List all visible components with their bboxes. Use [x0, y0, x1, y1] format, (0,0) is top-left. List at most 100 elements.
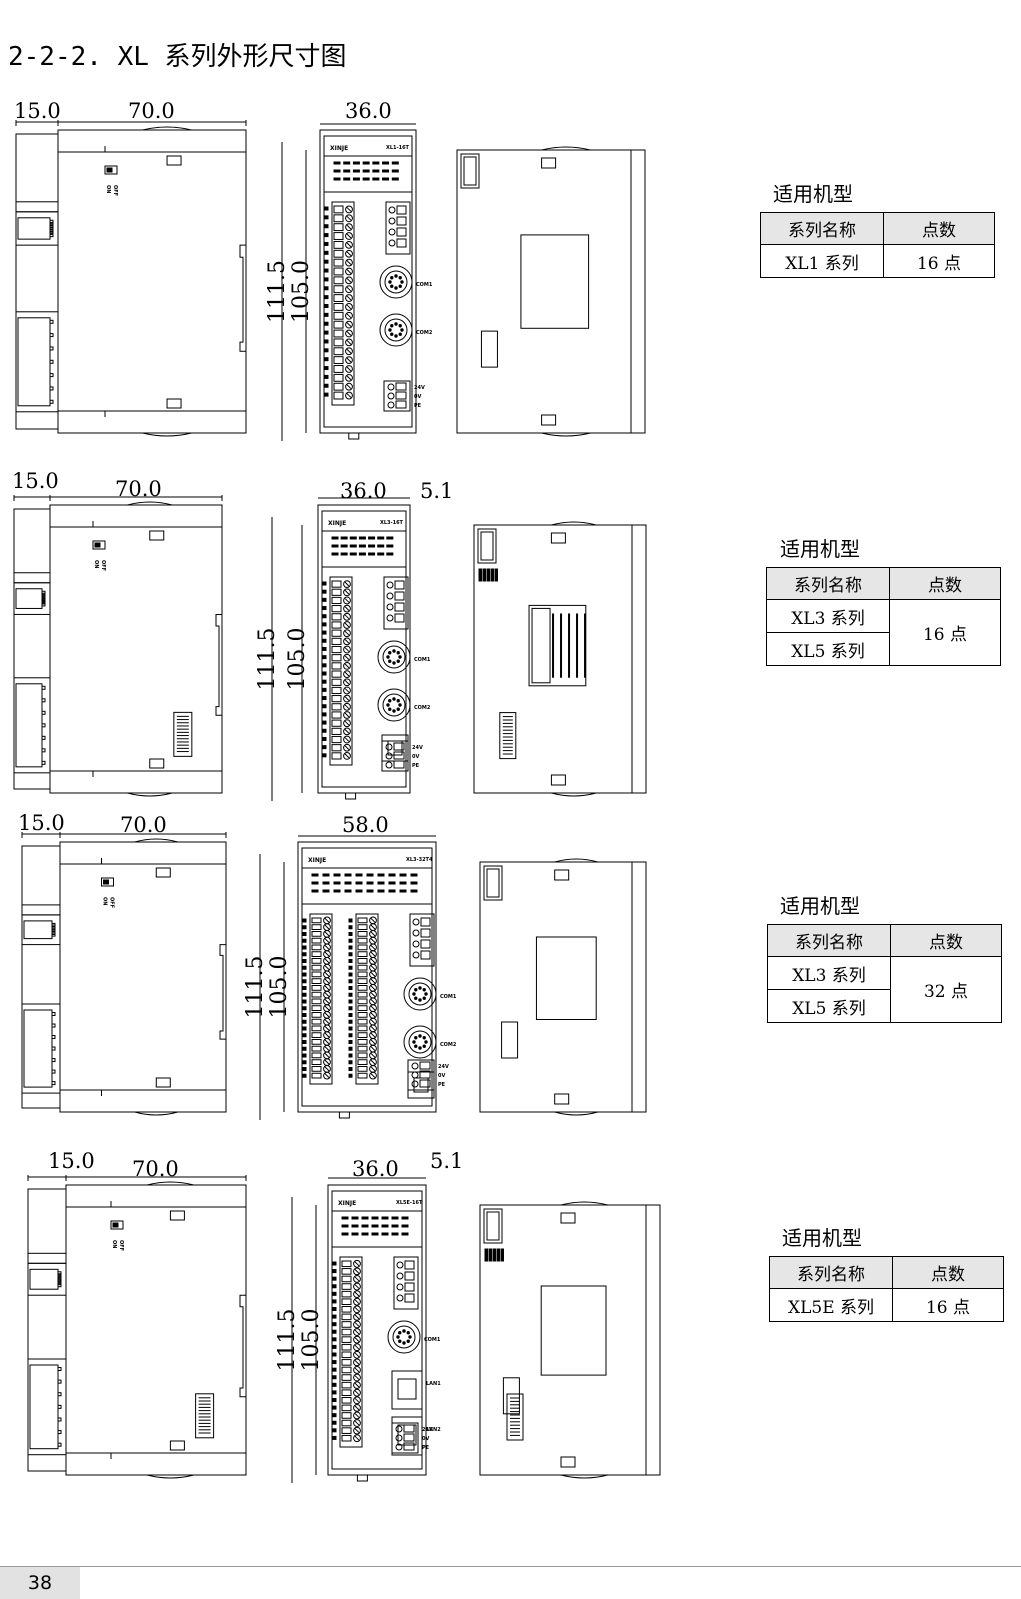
com-port	[403, 1025, 437, 1059]
svg-text:COM1: COM1	[424, 1337, 441, 1343]
com-port	[403, 977, 437, 1011]
svg-text:OFF: OFF	[100, 560, 106, 571]
dim-side-width: 15.0	[18, 811, 65, 835]
model-label: XL5E-16T	[396, 1200, 423, 1206]
svg-text:COM2: COM2	[416, 330, 433, 336]
model-label: XL3-16T	[380, 520, 404, 526]
com-port	[387, 1320, 421, 1354]
table-row: XL5 系列	[767, 989, 1002, 1023]
svg-text:ON: ON	[105, 185, 111, 193]
table-row: XL5 系列	[766, 632, 1001, 666]
svg-text:COM1: COM1	[440, 994, 457, 1000]
com-port	[377, 688, 411, 722]
dim-front-width: 36.0	[340, 479, 387, 503]
points-cell: 16 点	[892, 1288, 1004, 1322]
table-header: 点数	[890, 924, 1002, 957]
svg-text:24V: 24V	[438, 1064, 449, 1070]
svg-text:ON: ON	[93, 560, 99, 568]
svg-text:OFF: OFF	[109, 897, 115, 908]
svg-text:PE: PE	[412, 763, 420, 769]
dim-side-width: 15.0	[48, 1149, 95, 1173]
svg-text:0V: 0V	[414, 394, 421, 400]
back-view	[456, 146, 646, 437]
series-name-cell: XL1 系列	[760, 244, 884, 278]
svg-text:ON: ON	[111, 1240, 117, 1248]
dim-height-outer: 111.5	[243, 956, 268, 1019]
com-port	[377, 640, 411, 674]
points-cell: 16 点	[889, 599, 1001, 666]
table-header: 系列名称	[766, 567, 890, 600]
dim-offset: 5.1	[420, 479, 453, 503]
points-cell: 16 点	[883, 244, 995, 278]
applicable-models-title: 适用机型	[780, 537, 860, 561]
svg-text:PE: PE	[438, 1082, 446, 1088]
svg-text:COM2: COM2	[414, 705, 431, 711]
dim-width: 70.0	[132, 1157, 179, 1181]
svg-text:24V: 24V	[422, 1427, 433, 1433]
back-view	[473, 521, 647, 797]
svg-text:ON: ON	[102, 897, 108, 905]
svg-text:COM1: COM1	[414, 657, 431, 663]
applicable-models-title: 适用机型	[782, 1226, 862, 1250]
model-label: XL1-16T	[386, 145, 410, 151]
dim-height-outer: 111.5	[255, 628, 280, 691]
dim-height-inner: 105.0	[289, 260, 314, 323]
points-cell: 32 点	[890, 956, 1002, 1023]
svg-text:PE: PE	[422, 1445, 430, 1451]
table-header: 点数	[892, 1256, 1004, 1289]
dim-height-inner: 105.0	[267, 956, 292, 1019]
svg-text:COM2: COM2	[440, 1042, 457, 1048]
dim-side-width: 15.0	[14, 99, 61, 123]
com-port	[379, 265, 413, 299]
svg-text:0V: 0V	[438, 1073, 445, 1079]
page-number: 38	[0, 1567, 80, 1599]
svg-text:0V: 0V	[412, 754, 419, 760]
brand-logo: XINJE	[330, 145, 348, 152]
svg-text:24V: 24V	[414, 385, 425, 391]
svg-text:COM1: COM1	[416, 282, 433, 288]
dim-height-outer: 111.5	[265, 260, 290, 323]
applicable-models-title: 适用机型	[773, 182, 853, 206]
brand-logo: XINJE	[338, 1200, 356, 1207]
svg-text:LAN1: LAN1	[426, 1381, 441, 1387]
dim-front-width: 36.0	[345, 99, 392, 123]
dim-front-width: 36.0	[352, 1157, 399, 1181]
back-view	[479, 858, 647, 1116]
footer-divider	[0, 1566, 1021, 1567]
dim-height-inner: 105.0	[285, 628, 310, 691]
applicable-models-title: 适用机型	[780, 894, 860, 918]
dim-side-width: 15.0	[12, 469, 59, 493]
table-header: 系列名称	[767, 924, 891, 957]
series-name-cell: XL3 系列	[767, 956, 891, 990]
table-header: 系列名称	[769, 1256, 893, 1289]
series-name-cell: XL3 系列	[766, 599, 890, 633]
svg-text:OFF: OFF	[118, 1240, 124, 1251]
dim-height-inner: 105.0	[299, 1309, 324, 1372]
com-port	[379, 313, 413, 347]
series-name-cell: XL5 系列	[767, 989, 891, 1023]
back-view	[479, 1201, 661, 1479]
dim-width: 70.0	[128, 99, 175, 123]
table-header: 系列名称	[760, 212, 884, 245]
